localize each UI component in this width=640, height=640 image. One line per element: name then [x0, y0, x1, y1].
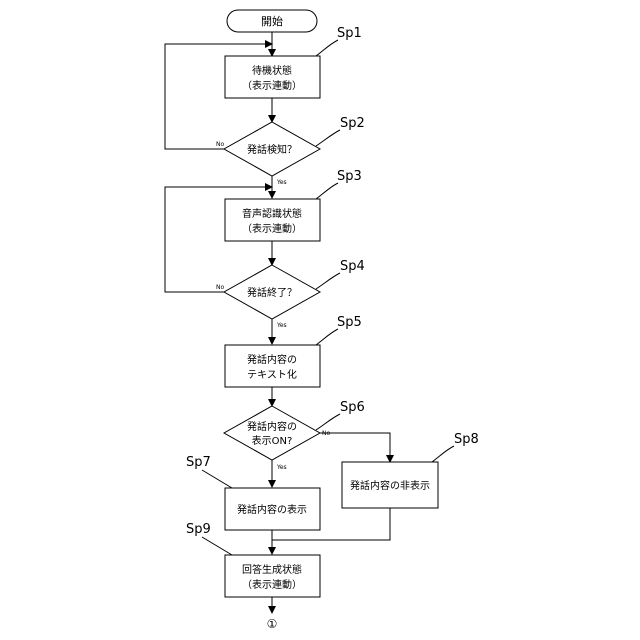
sp5-box-line1: 発話内容の	[247, 353, 297, 366]
sp3-step-label: Sp3	[337, 169, 362, 184]
sp8-step-label: Sp8	[454, 432, 479, 447]
sp6-decision-line1: 発話内容の	[247, 420, 297, 433]
sp6-leader	[316, 414, 340, 430]
sp4-decision-label: 発話終了？	[247, 286, 297, 299]
edge-sp6-no	[320, 433, 390, 462]
sp4-yes-label: Yes	[276, 322, 287, 329]
sp7-leader	[202, 470, 232, 488]
sp2-no-label: No	[216, 141, 224, 148]
sp6-no-label: No	[322, 430, 330, 437]
sp5-leader	[316, 329, 338, 345]
sp6-step-label: Sp6	[340, 400, 365, 415]
sp1-box-line2: （表示連動）	[242, 79, 302, 92]
sp3-box-line1: 音声認識状態	[242, 207, 302, 220]
sp1-leader	[316, 40, 338, 56]
sp8-leader	[432, 446, 454, 462]
sp1-box-line1: 待機状態	[252, 64, 292, 77]
sp6-decision	[224, 406, 320, 460]
sp4-leader	[316, 273, 340, 289]
sp9-step-label: Sp9	[186, 522, 211, 537]
sp4-step-label: Sp4	[340, 259, 365, 274]
sp5-box-line2: テキスト化	[247, 368, 297, 381]
sp6-decision-line2: 表示ON?	[252, 434, 293, 447]
start-label: 開始	[261, 14, 283, 28]
connector-label: ①	[267, 617, 278, 631]
sp2-yes-label: Yes	[276, 179, 287, 186]
sp3-box-line2: （表示連動）	[242, 222, 302, 235]
sp7-box-label: 発話内容の表示	[237, 503, 307, 516]
sp4-no-label: No	[216, 284, 224, 291]
sp2-leader	[316, 130, 340, 146]
sp6-yes-label: Yes	[276, 464, 287, 471]
sp5-step-label: Sp5	[337, 315, 362, 330]
sp9-leader	[202, 537, 232, 555]
sp9-box-line2: （表示連動）	[242, 578, 302, 591]
sp9-box-line1: 回答生成状態	[242, 563, 302, 576]
sp2-decision-label: 発話検知？	[247, 143, 297, 156]
sp8-box-label: 発話内容の非表示	[350, 479, 430, 492]
sp2-step-label: Sp2	[340, 116, 365, 131]
sp3-leader	[316, 183, 338, 199]
sp1-step-label: Sp1	[337, 26, 362, 41]
sp7-step-label: Sp7	[186, 455, 211, 470]
